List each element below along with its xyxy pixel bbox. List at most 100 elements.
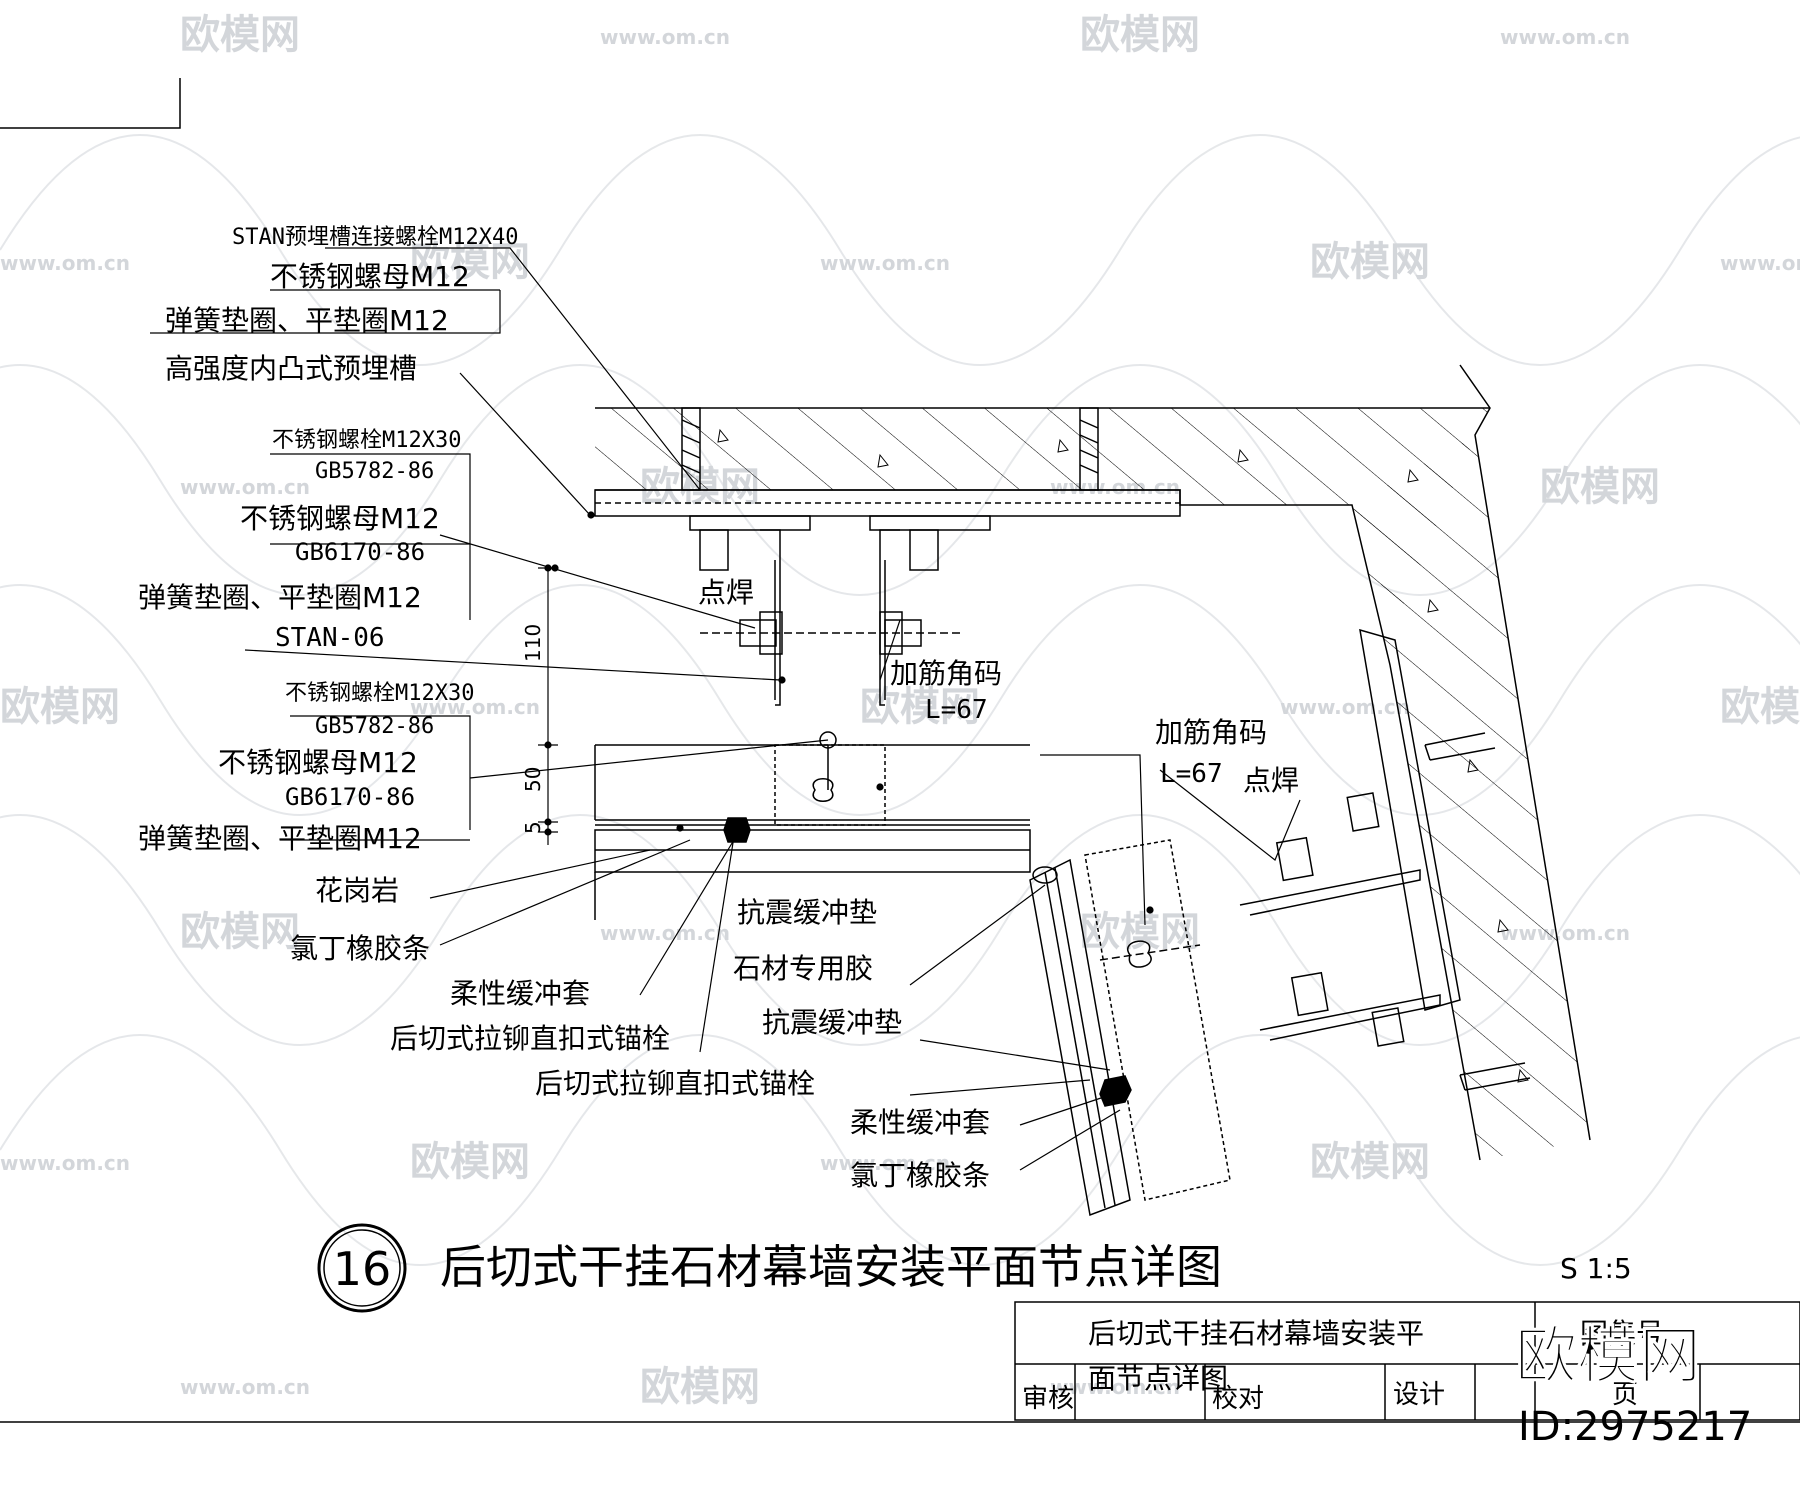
neoprene-strip (1032, 866, 1058, 884)
wm-url: www.om.cn (820, 1151, 950, 1175)
tb-design: 设计 (1393, 1380, 1445, 1410)
label-embedded-channel: 高强度内凸式预埋槽 (165, 352, 417, 385)
undercut-anchor (1099, 1075, 1132, 1107)
wm-url: www.om.cn (410, 695, 540, 719)
drawing-title: 16 后切式干挂石材幕墙安装平面节点详图 S 1:5 (317, 1223, 1632, 1313)
wm-brand: 欧模网 (1310, 1139, 1430, 1185)
tb-drawing-name-2: 面节点详图 (1088, 1362, 1228, 1395)
label-spot-weld: 点焊 (698, 576, 754, 609)
wm-brand: 欧模网 (180, 12, 300, 58)
tb-check: 校对 (1212, 1384, 1264, 1414)
angle-bracket-2 (1259, 994, 1441, 1041)
wm-brand: 欧模网 (1310, 239, 1430, 285)
bracket-top (594, 515, 1031, 920)
washer-plate (689, 515, 811, 531)
label-angle-bracket: 加筋角码 (890, 657, 1002, 690)
title-block (1014, 1301, 1800, 1421)
wm-brand: 欧模网 (1540, 464, 1660, 510)
label-gb5782: GB5782-86 (315, 714, 434, 739)
wm-url: www.om.cn (180, 1375, 310, 1399)
stan06-block (774, 744, 886, 826)
tb-drawing-name: 后切式干挂石材幕墙安装平 (1088, 1317, 1424, 1350)
watermark-texts: 欧模网 www.om.cn 欧模网 www.om.cn www.om.cn 欧模… (0, 12, 1800, 1410)
wm-url: www.om.cn (1720, 251, 1800, 275)
label-nut-m12: 不锈钢螺母M12 (240, 502, 440, 535)
angle-bracket (760, 529, 781, 706)
label-washer-m12: 弹簧垫圈、平垫圈M12 (138, 822, 422, 855)
wm-url: www.om.cn (1050, 1375, 1180, 1399)
hex-nut (1290, 971, 1329, 1017)
label-gb6170: GB6170-86 (295, 538, 425, 566)
leader-lines (150, 247, 1301, 1171)
wm-brand: 欧模网 (410, 239, 530, 285)
label-undercut-anchor: 后切式拉铆直扣式锚栓 (390, 1022, 670, 1055)
wm-url: www.om.cn (600, 25, 730, 49)
dim-5: 5 (521, 821, 545, 834)
bolt-head (739, 619, 777, 647)
label-bolt-m12x30: 不锈钢螺栓M12X30 (285, 681, 474, 706)
wm-brand: 欧模网 (0, 684, 120, 730)
label-flex-sleeve: 柔性缓冲套 (450, 977, 590, 1010)
label-gb6170: GB6170-86 (285, 783, 415, 811)
wm-brand: 欧模网 (1080, 12, 1200, 58)
concrete-right-hatch (1352, 435, 1590, 1160)
anchor-rebar-2 (1079, 407, 1099, 491)
title-block-frame (1014, 1301, 1800, 1421)
dimension-texts: 110 50 5 (521, 624, 545, 834)
wm-url: www.om.cn (180, 475, 310, 499)
wm-url: www.om.cn (1500, 25, 1630, 49)
label-stone-glue: 石材专用胶 (733, 952, 873, 985)
label-seismic-pad: 抗震缓冲垫 (737, 896, 877, 929)
detail-number-circle (317, 1223, 407, 1313)
label-stan-bolt: STAN预埋槽连接螺栓M12X40 (232, 225, 518, 250)
brand-logo-text: 欧模网 (1515, 1319, 1701, 1392)
corner-box (0, 78, 181, 129)
model-id: ID:2975217 (1518, 1404, 1752, 1450)
detail-title: 后切式干挂石材幕墙安装平面节点详图 (440, 1240, 1222, 1294)
wm-brand: 欧模网 (1080, 909, 1200, 955)
label-angle-length: L=67 (925, 695, 988, 725)
label-spot-weld: 点焊 (1243, 764, 1299, 797)
tb-review: 审核 (1022, 1384, 1074, 1414)
wm-brand: 欧模网 (1720, 684, 1800, 730)
label-neoprene: 氯丁橡胶条 (290, 932, 430, 965)
dim-110: 110 (521, 624, 545, 662)
brand-watermark: 欧模网 ID:2975217 (1515, 1319, 1753, 1451)
wm-url: www.om.cn (600, 921, 730, 945)
wm-url: www.om.cn (0, 251, 130, 275)
tb-page: 页 (1612, 1380, 1638, 1410)
anchor-rebar-1 (681, 407, 701, 491)
granite-panel-2 (1029, 858, 1131, 1217)
watermark-layer: 欧模网 www.om.cn 欧模网 www.om.cn www.om.cn 欧模… (0, 12, 1800, 1410)
angle-bracket-2 (1239, 869, 1421, 916)
granite-panel (594, 829, 1031, 873)
hex-nut (1275, 836, 1314, 882)
detail-number: 16 (333, 1242, 392, 1296)
label-granite: 花岗岩 (315, 874, 399, 907)
label-angle-bracket: 加筋角码 (1155, 716, 1267, 749)
concrete-top-hatch (595, 408, 1490, 625)
label-bolt-m12x30: 不锈钢螺栓M12X30 (272, 428, 461, 453)
anchor-rebar-3 (1424, 732, 1496, 761)
wm-brand: 欧模网 (640, 1364, 760, 1410)
label-angle-length: L=67 (1160, 759, 1223, 789)
label-nut-m12: 不锈钢螺母M12 (218, 746, 418, 779)
tb-atlas-no: 图集号 (1580, 1317, 1664, 1350)
wm-url: www.om.cn (0, 1151, 130, 1175)
label-seismic-pad: 抗震缓冲垫 (762, 1006, 902, 1039)
drawing-scale: S 1:5 (1560, 1252, 1632, 1285)
bracket-right (1029, 628, 1531, 1217)
callouts-mid: 点焊 加筋角码 L=67 抗震缓冲垫 石材专用胶 抗震缓冲垫 柔性缓冲套 氯丁橡… (698, 576, 1299, 1192)
wing-nut (812, 778, 834, 802)
label-flex-sleeve: 柔性缓冲套 (850, 1106, 990, 1139)
label-gb5782: GB5782-86 (315, 459, 434, 484)
label-washer-m12: 弹簧垫圈、平垫圈M12 (165, 304, 449, 337)
label-nut-m12: 不锈钢螺母M12 (270, 260, 470, 293)
sheet-frame (0, 78, 1800, 1423)
callouts-left: STAN预埋槽连接螺栓M12X40 不锈钢螺母M12 弹簧垫圈、平垫圈M12 高… (138, 225, 815, 1100)
label-neoprene: 氯丁橡胶条 (850, 1159, 990, 1192)
label-stan06: STAN-06 (275, 623, 385, 653)
anchor-rebar-4 (1459, 1062, 1531, 1091)
hex-nut (699, 529, 729, 571)
